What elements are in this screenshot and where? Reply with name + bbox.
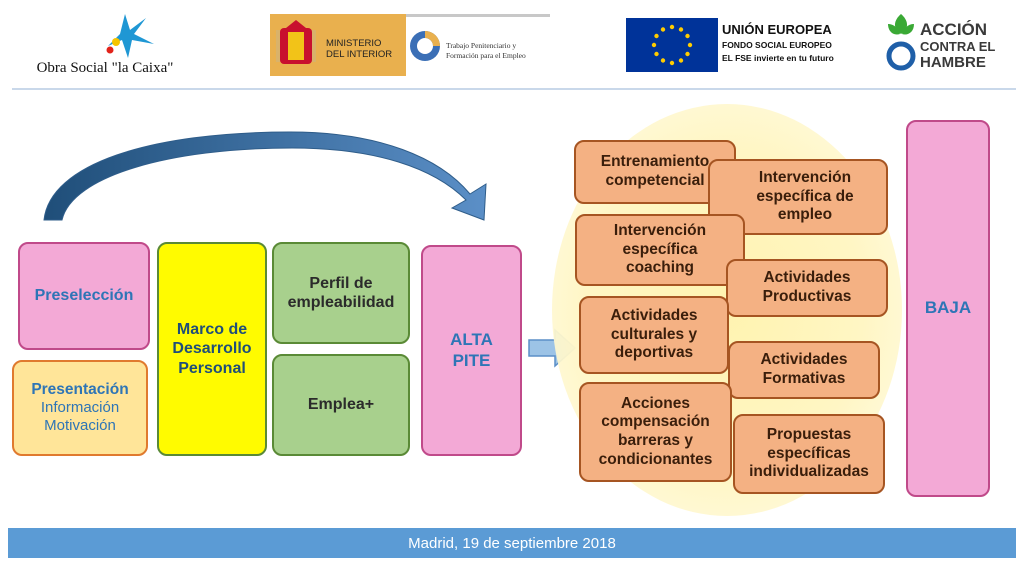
acciones-box: Acciones compensación barreras y condici…: [579, 382, 732, 482]
ministerio-logo: MINISTERIO DEL INTERIOR: [270, 14, 406, 76]
coat-of-arms-icon: [276, 20, 316, 64]
tpfe-logo: Trabajo Penitenciario y Formación para e…: [406, 14, 550, 76]
marco-line1: Marco de: [176, 321, 248, 339]
int-coaching-line3: coaching: [625, 259, 695, 277]
tpfe-line1: Trabajo Penitenciario y: [446, 41, 517, 50]
marco-box: Marco de Desarrollo Personal: [157, 242, 267, 456]
int-coaching-line2: específica: [622, 240, 698, 258]
presentacion-title: Presentación: [31, 380, 129, 398]
acciones-line4: condicionantes: [598, 450, 713, 468]
entrenamiento-line1: Entrenamiento: [600, 153, 710, 171]
footer-text: Madrid, 19 de septiembre 2018: [408, 534, 616, 552]
ue-logo: [626, 18, 718, 72]
baja-label: BAJA: [924, 298, 972, 318]
productivas-line2: Productivas: [762, 288, 852, 305]
acciones-line3: barreras y: [618, 432, 693, 449]
ue-motto: EL FSE invierte en tu futuro: [722, 53, 834, 63]
culturales-line1: Actividades: [610, 307, 698, 325]
culturales-line3: deportivas: [614, 344, 694, 362]
footer-bar: Madrid, 19 de septiembre 2018: [8, 528, 1016, 558]
perfil-line2: empleabilidad: [287, 294, 395, 311]
formativas-line2: Formativas: [762, 370, 846, 387]
formativas-line1: Actividades: [760, 351, 848, 369]
preseleccion-label: Preselección: [34, 287, 134, 305]
formativas-box: Actividades Formativas: [728, 341, 880, 399]
int-empleo-line2: específica de: [756, 187, 854, 205]
presentacion-line2: Motivación: [44, 417, 116, 435]
propuestas-box: Propuestas específicas individualizadas: [733, 414, 885, 494]
ach-logo: ACCIÓN CONTRA EL HAMBRE: [884, 12, 1004, 76]
header-divider: [12, 88, 1016, 90]
ue-sub: FONDO SOCIAL EUROPEO: [722, 40, 832, 50]
tpfe-line2: Formación para el Empleo: [446, 51, 526, 60]
culturales-box: Actividades culturales y deportivas: [579, 296, 729, 374]
int-coaching-box: Intervención específica coaching: [575, 214, 745, 286]
ach-line3: HAMBRE: [920, 54, 986, 71]
ue-title: UNIÓN EUROPEA: [722, 22, 832, 37]
lacaixa-star-icon: [106, 14, 154, 58]
alta-pite-box: ALTA PITE: [421, 245, 522, 456]
entrenamiento-line2: competencial: [605, 172, 705, 189]
propuestas-line1: Propuestas: [766, 426, 852, 444]
culturales-line2: culturales y: [610, 325, 698, 343]
alta-line2: PITE: [452, 350, 491, 370]
ach-line1: ACCIÓN: [920, 20, 988, 39]
int-empleo-line1: Intervención: [758, 169, 852, 187]
int-empleo-box: Intervención específica de empleo: [708, 159, 888, 235]
acciones-line1: Acciones: [621, 394, 690, 412]
tpfe-circle-icon: [410, 31, 440, 61]
marco-line2: Desarrollo: [172, 340, 252, 358]
marco-line3: Personal: [178, 359, 246, 377]
ministerio-line2: DEL INTERIOR: [326, 49, 393, 60]
presentacion-line1: Información: [40, 399, 120, 417]
propuestas-line3: individualizadas: [749, 463, 869, 481]
baja-box: BAJA: [906, 120, 990, 497]
curved-arrow-icon: [43, 131, 487, 221]
ach-line2: CONTRA EL: [920, 39, 996, 54]
preseleccion-box: Preselección: [18, 242, 150, 350]
header: Obra Social "la Caixa" MINISTERIO DEL IN…: [0, 0, 1024, 90]
ministerio-line1: MINISTERIO: [326, 38, 382, 49]
productivas-box: Actividades Productivas: [726, 259, 888, 317]
emplea-box: Emplea+: [272, 354, 410, 456]
emplea-label: Emplea+: [307, 396, 375, 414]
ach-leaf-icon: [886, 14, 916, 71]
perfil-box: Perfil de empleabilidad: [272, 242, 410, 344]
presentacion-box: Presentación Información Motivación: [12, 360, 148, 456]
acciones-line2: compensación: [601, 413, 710, 431]
perfil-line1: Perfil de: [309, 274, 373, 292]
propuestas-line2: específicas: [767, 444, 851, 462]
eu-stars-icon: [651, 24, 693, 66]
lacaixa-logo: Obra Social "la Caixa": [30, 10, 180, 80]
productivas-line1: Actividades: [763, 269, 851, 287]
int-empleo-line3: empleo: [777, 206, 833, 224]
alta-line1: ALTA: [450, 330, 493, 350]
int-coaching-line1: Intervención: [613, 222, 707, 240]
lacaixa-text: Obra Social "la Caixa": [36, 60, 174, 76]
